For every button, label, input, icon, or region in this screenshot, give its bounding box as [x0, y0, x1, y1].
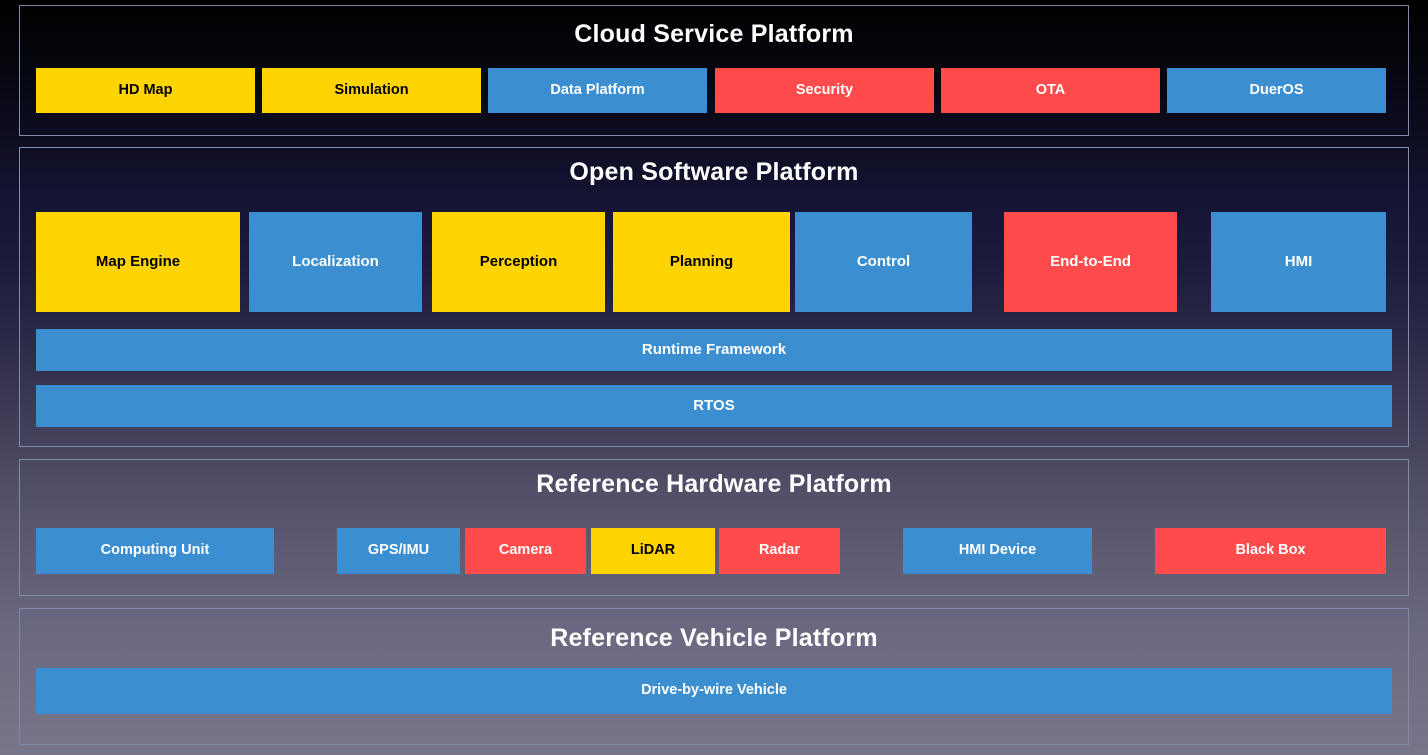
hardware-box-hmi-device[interactable]: HMI Device: [903, 528, 1092, 574]
cloud-box-security[interactable]: Security: [715, 68, 934, 113]
cloud-box-simulation[interactable]: Simulation: [262, 68, 481, 113]
panel-cloud-service-platform: [19, 5, 1409, 136]
cloud-box-data-platform[interactable]: Data Platform: [488, 68, 707, 113]
cloud-box-ota[interactable]: OTA: [941, 68, 1160, 113]
vehicle-bar-drive-by-wire-vehicle[interactable]: Drive-by-wire Vehicle: [36, 668, 1392, 714]
software-box-end-to-end[interactable]: End-to-End: [1004, 212, 1177, 312]
panel-reference-vehicle-platform: [19, 608, 1409, 745]
software-box-map-engine[interactable]: Map Engine: [36, 212, 240, 312]
software-box-perception[interactable]: Perception: [432, 212, 605, 312]
software-box-control[interactable]: Control: [795, 212, 972, 312]
software-box-planning[interactable]: Planning: [613, 212, 790, 312]
hardware-box-black-box[interactable]: Black Box: [1155, 528, 1386, 574]
hardware-box-computing-unit[interactable]: Computing Unit: [36, 528, 274, 574]
panel-title-reference-vehicle-platform: Reference Vehicle Platform: [550, 624, 878, 652]
panel-title-cloud-service-platform: Cloud Service Platform: [574, 20, 854, 48]
hardware-box-gps-imu[interactable]: GPS/IMU: [337, 528, 460, 574]
software-box-localization[interactable]: Localization: [249, 212, 422, 312]
panel-open-software-platform: [19, 147, 1409, 447]
cloud-box-dueros[interactable]: DuerOS: [1167, 68, 1386, 113]
software-bar-rtos[interactable]: RTOS: [36, 385, 1392, 427]
software-box-hmi[interactable]: HMI: [1211, 212, 1386, 312]
panel-title-open-software-platform: Open Software Platform: [569, 158, 859, 186]
hardware-box-radar[interactable]: Radar: [719, 528, 840, 574]
software-bar-runtime-framework[interactable]: Runtime Framework: [36, 329, 1392, 371]
panel-reference-hardware-platform: [19, 459, 1409, 596]
hardware-box-camera[interactable]: Camera: [465, 528, 586, 574]
cloud-box-hd-map[interactable]: HD Map: [36, 68, 255, 113]
panel-title-reference-hardware-platform: Reference Hardware Platform: [536, 470, 892, 498]
hardware-box-lidar[interactable]: LiDAR: [591, 528, 715, 574]
